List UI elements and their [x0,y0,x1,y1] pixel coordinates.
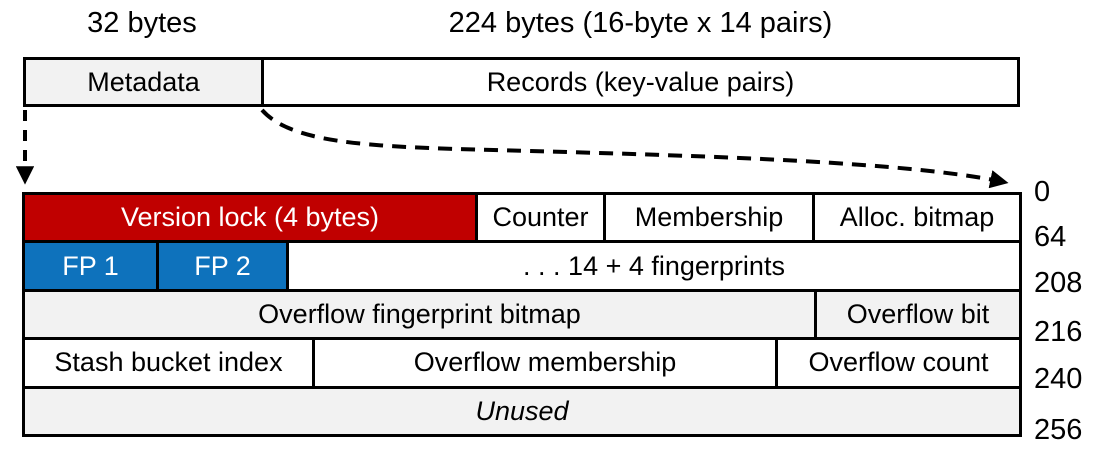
unused-cell: Unused [25,388,1019,435]
counter-cell: Counter [478,195,606,241]
stash-bucket-index-cell: Stash bucket index [25,340,315,386]
fp2-cell: FP 2 [159,243,289,289]
fp1-cell: FP 1 [25,243,159,289]
records-size-label: 224 bytes (16-byte x 14 pairs) [448,7,833,39]
byte-offset-label: 240 [1034,363,1083,395]
detail-row-2: FP 1 FP 2 . . . 14 + 4 fingerprints [25,243,1019,292]
byte-offset-label: 208 [1034,267,1083,299]
metadata-detail-grid: Version lock (4 bytes) Counter Membershi… [22,192,1022,437]
detail-row-4: Stash bucket index Overflow membership O… [25,340,1019,389]
records-cell: Records (key-value pairs) [264,60,1017,104]
metadata-size-label: 32 bytes [87,7,197,39]
detail-row-3: Overflow fingerprint bitmap Overflow bit [25,291,1019,341]
byte-offset-label: 0 [1034,176,1051,208]
overflow-bit-cell: Overflow bit [817,291,1019,338]
byte-offset-label: 256 [1034,414,1083,446]
fingerprints-cell: . . . 14 + 4 fingerprints [289,243,1019,289]
detail-row-5: Unused [25,388,1019,435]
alloc-bitmap-cell: Alloc. bitmap [815,195,1019,241]
byte-offset-label: 64 [1034,221,1067,253]
overflow-membership-cell: Overflow membership [315,340,778,386]
version-lock-cell: Version lock (4 bytes) [25,195,478,241]
metadata-expand-arrow-right [260,108,1009,189]
overflow-count-cell: Overflow count [778,340,1019,386]
bucket-overview-bar: Metadata Records (key-value pairs) [23,57,1020,107]
byte-offset-label: 216 [1034,316,1083,348]
overflow-fingerprint-bitmap-cell: Overflow fingerprint bitmap [25,291,817,338]
detail-row-1: Version lock (4 bytes) Counter Membershi… [25,195,1019,244]
membership-cell: Membership [606,195,815,241]
metadata-cell: Metadata [26,60,264,104]
